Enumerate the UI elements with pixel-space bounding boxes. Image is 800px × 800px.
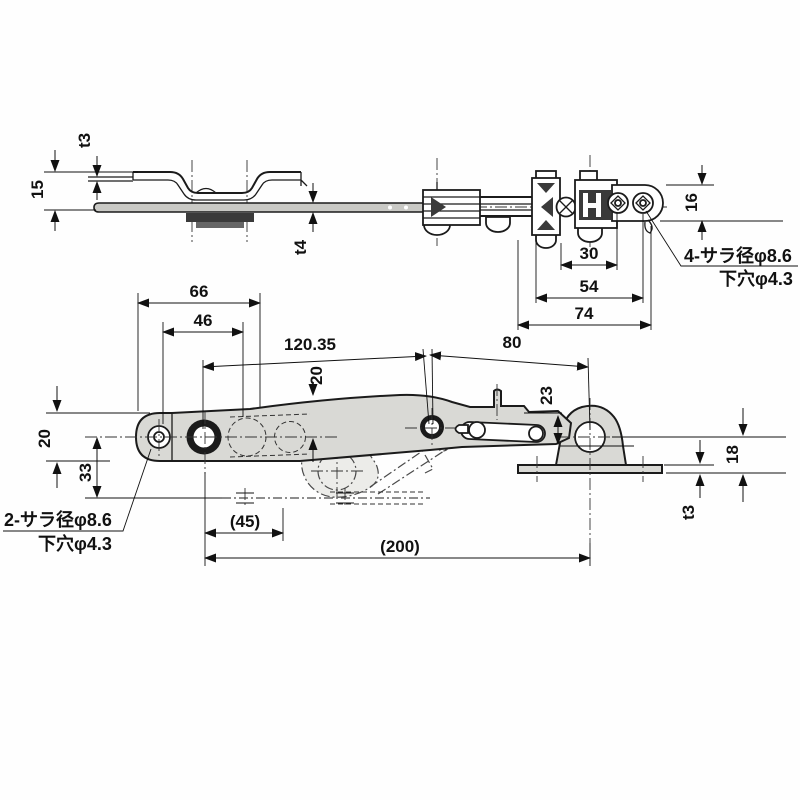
dim-top-74: 74 <box>575 304 594 323</box>
dim-top-54: 54 <box>580 277 599 296</box>
dim-side-200: (200) <box>380 537 420 556</box>
countersunk-hole-icon <box>607 192 629 214</box>
stay-bar-flat <box>93 202 433 213</box>
phantom-screw-icon <box>236 488 254 508</box>
top-view <box>88 155 668 252</box>
latch-assembly-plan <box>422 170 664 249</box>
stay-arm <box>134 388 573 462</box>
dim-side-46: 46 <box>194 311 213 330</box>
side-countersink-note-line2: 下穴φ4.3 <box>38 533 112 554</box>
dim-side-20-plate: 20 <box>35 429 54 448</box>
dim-top-t3: t3 <box>75 133 94 148</box>
arm-pivot-bushing <box>186 419 222 455</box>
dim-side-66: 66 <box>190 282 209 301</box>
dim-side-33: 33 <box>76 463 95 482</box>
elbow-rivet <box>420 415 444 439</box>
phantom-screw-icon <box>336 488 354 508</box>
side-countersink-note-line1: 2-サラ径φ8.6 <box>4 509 112 530</box>
side-view-dimensions: 66 46 120.35 80 20 23 20 33 <box>3 282 786 566</box>
dim-side-t3: t3 <box>679 505 698 520</box>
dim-side-23: 23 <box>537 386 556 405</box>
top-view-dimensions: t3 15 t4 16 30 54 74 4-サラ径φ8.6 下穴φ4.3 <box>28 133 798 330</box>
dim-top-t4: t4 <box>291 239 310 255</box>
dim-side-80: 80 <box>503 333 522 352</box>
dim-side-45: (45) <box>230 512 260 531</box>
top-countersink-note-line2: 下穴φ4.3 <box>719 268 793 289</box>
dim-top-15: 15 <box>28 180 47 199</box>
side-view <box>85 384 663 543</box>
countersunk-hole-icon <box>632 192 654 214</box>
dim-side-20-crown: 20 <box>307 366 326 385</box>
dim-top-16: 16 <box>682 193 701 212</box>
dim-top-30: 30 <box>580 244 599 263</box>
catch-bracket <box>132 171 308 228</box>
dim-side-120-35: 120.35 <box>284 335 336 354</box>
dim-side-18: 18 <box>723 445 742 464</box>
latch-link <box>454 421 546 443</box>
top-countersink-note-line1: 4-サラ径φ8.6 <box>684 245 792 266</box>
